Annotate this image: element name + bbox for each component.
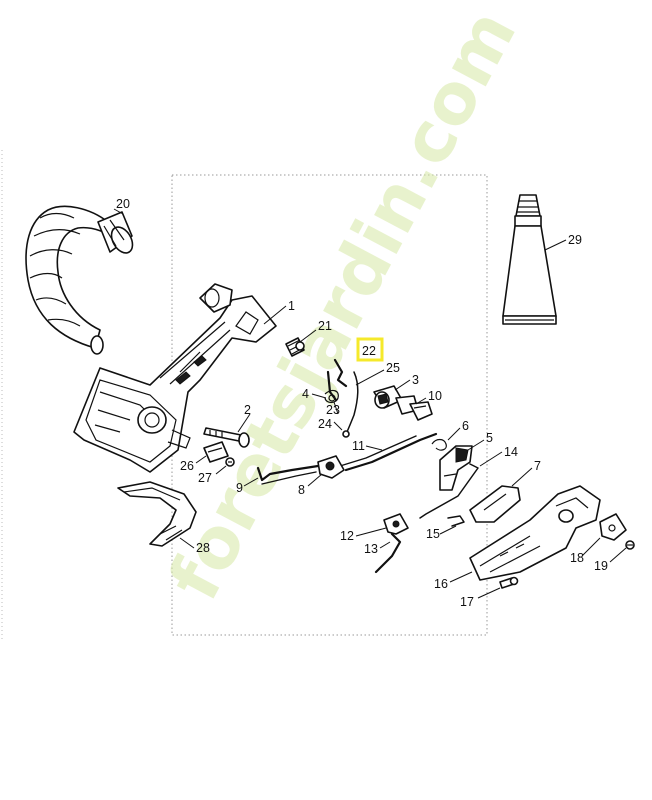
part-7-cover: [469, 485, 521, 523]
part-11-throttle-rod: [339, 432, 438, 472]
callout-29[interactable]: 29: [568, 233, 582, 247]
callout-10[interactable]: 10: [428, 389, 442, 403]
part-17-screw: [499, 576, 519, 589]
part-8-cam: [317, 455, 345, 479]
part-3-switch: [373, 385, 419, 415]
callout-5[interactable]: 5: [486, 431, 493, 445]
callout-15[interactable]: 15: [426, 527, 440, 541]
callout-16[interactable]: 16: [434, 577, 448, 591]
callout-3[interactable]: 3: [412, 373, 419, 387]
callout-24[interactable]: 24: [318, 417, 332, 431]
callout-26[interactable]: 26: [180, 459, 194, 473]
callout-11[interactable]: 11: [352, 439, 365, 453]
callout-28[interactable]: 28: [196, 541, 210, 555]
part-29-grease-tube: [502, 194, 557, 325]
part-1-handle-housing: [73, 283, 277, 473]
part-10-switch-lever: [409, 401, 433, 421]
callout-13[interactable]: 13: [364, 542, 378, 556]
part-18-bracket: [599, 513, 627, 541]
part-6-spring: [431, 438, 447, 451]
callout-22-highlight: [356, 337, 384, 362]
callout-6[interactable]: 6: [462, 419, 469, 433]
part-14-spring-rod: [419, 463, 479, 519]
part-28-hand-guard: [117, 481, 197, 547]
callout-labels: 20 29 1 21 22 25 3 4 23 10 24 2 11 6 5 1…: [116, 197, 608, 609]
callout-7[interactable]: 7: [534, 459, 541, 473]
part-21-screw: [285, 337, 305, 357]
part-27-screw: [225, 457, 235, 467]
part-9-rod: [256, 464, 320, 485]
callout-21[interactable]: 21: [318, 319, 332, 333]
part-5-trigger: [439, 445, 473, 491]
part-2-bolt: [203, 427, 250, 448]
part-20-handlebar: [25, 205, 134, 355]
callout-12[interactable]: 12: [340, 529, 354, 543]
part-22-spring-clip: [324, 358, 348, 404]
callout-4[interactable]: 4: [302, 387, 309, 401]
callout-9[interactable]: 9: [236, 481, 243, 495]
callout-14[interactable]: 14: [504, 445, 518, 459]
callout-20[interactable]: 20: [116, 197, 130, 211]
callout-25[interactable]: 25: [386, 361, 400, 375]
callout-1[interactable]: 1: [288, 299, 295, 313]
callout-19[interactable]: 19: [594, 559, 608, 573]
part-12-lever: [383, 513, 409, 535]
part-13-wire: [374, 532, 402, 574]
part-15-clip: [447, 515, 465, 527]
callout-8[interactable]: 8: [298, 483, 305, 497]
part-26-block: [203, 441, 229, 463]
callout-17[interactable]: 17: [460, 595, 474, 609]
callout-23[interactable]: 23: [326, 403, 340, 417]
part-19-screw: [625, 540, 635, 550]
callout-18[interactable]: 18: [570, 551, 584, 565]
callout-27[interactable]: 27: [198, 471, 212, 485]
part-16-handle-molding: [469, 485, 601, 581]
callout-22[interactable]: 22: [362, 344, 376, 358]
callout-2[interactable]: 2: [244, 403, 251, 417]
leader-lines: [113, 208, 627, 599]
